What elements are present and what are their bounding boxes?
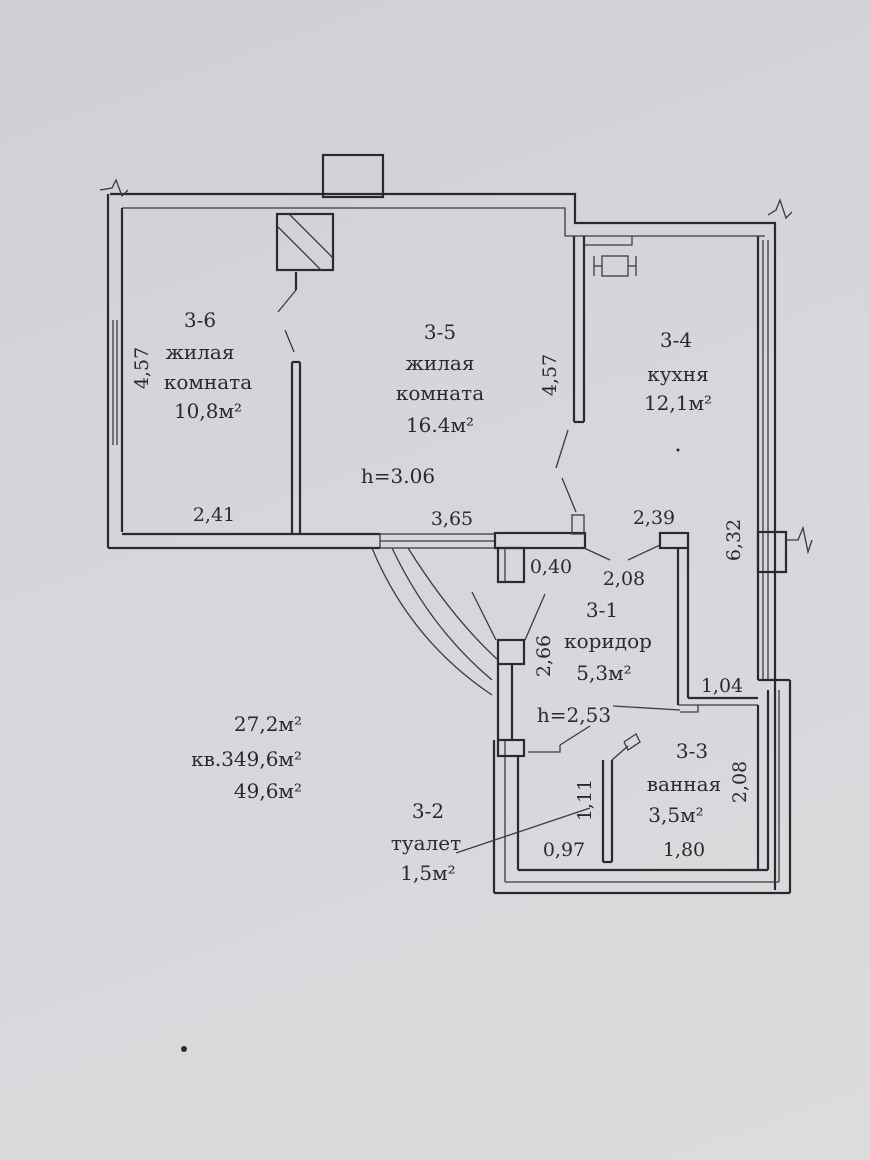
break-mark-right-mid [786,525,813,555]
room-32-area: 1,5м² [400,861,455,885]
toilet-door [528,745,561,753]
room-32-number: 3-2 [412,799,444,823]
summary-living-area: 27,2м² [234,712,302,736]
summary-apartment-label: кв.3 [191,747,234,771]
summary-total-area: 49,6м² [234,747,302,771]
door-swing-35 [555,429,569,469]
dim-097: 0,97 [543,839,585,861]
room-31-area: 5,3м² [576,661,631,685]
dim-632: 6,32 [723,519,745,561]
room-35-name-1: жилая [406,351,475,375]
vent-shaft [275,212,335,272]
dim-239: 2,39 [633,507,675,529]
room-33-name: ванная [647,772,721,796]
dim-040: 0,40 [530,556,572,578]
dim-457-left: 4,57 [131,347,153,389]
room-35-name-2: комната [396,381,484,405]
dim-208-bath: 2,08 [729,761,751,803]
dim-457-mid: 4,57 [539,354,561,396]
dim-365: 3,65 [431,508,473,530]
dim-266: 2,66 [533,635,555,677]
top-wall-inner [122,207,765,237]
summary-total-area-2: 49,6м² [234,779,302,803]
top-wall-outer [110,192,777,232]
break-mark-left [99,178,129,198]
entrance-door-swing-1 [371,547,493,696]
room-32-name: туалет [391,831,461,855]
corridor-column-top [496,546,526,584]
room-36-name-2: комната [164,370,252,394]
dim-208-corridor: 2,08 [603,568,645,590]
room-33-area: 3,5м² [648,803,703,827]
room-36-name-1: жилая [166,340,235,364]
dim-241: 2,41 [193,504,235,526]
room-34-number: 3-4 [660,328,692,352]
corridor-column-mid [496,638,526,666]
room-36-number: 3-6 [184,308,216,332]
room-31-number: 3-1 [586,598,618,622]
room-34-name: кухня [647,362,709,386]
column-right [756,530,788,574]
dim-111: 1,11 [574,779,596,821]
stove-icon [601,255,629,277]
room-33-number: 3-3 [676,739,708,763]
door-swing-36 [277,289,297,313]
dim-180: 1,80 [663,839,705,861]
room-36-area: 10,8м² [174,399,242,423]
ink-dot [181,1046,187,1052]
break-mark-right [767,198,793,220]
ceiling-height-main: h=3.06 [361,464,435,488]
bath-door [680,705,699,713]
ceiling-height-corridor: h=2,53 [537,703,611,727]
entrance-door-swing-2 [391,547,493,681]
leader-toilet [455,807,591,854]
room-34-area: 12,1м² [644,391,712,415]
ventilation-block [321,153,385,199]
room-35-number: 3-5 [424,320,456,344]
room-31-name: коридор [564,629,652,653]
wall-segment-corridor [493,531,587,550]
dim-104: 1,04 [701,675,743,697]
room-35-area: 16.4м² [406,413,474,437]
